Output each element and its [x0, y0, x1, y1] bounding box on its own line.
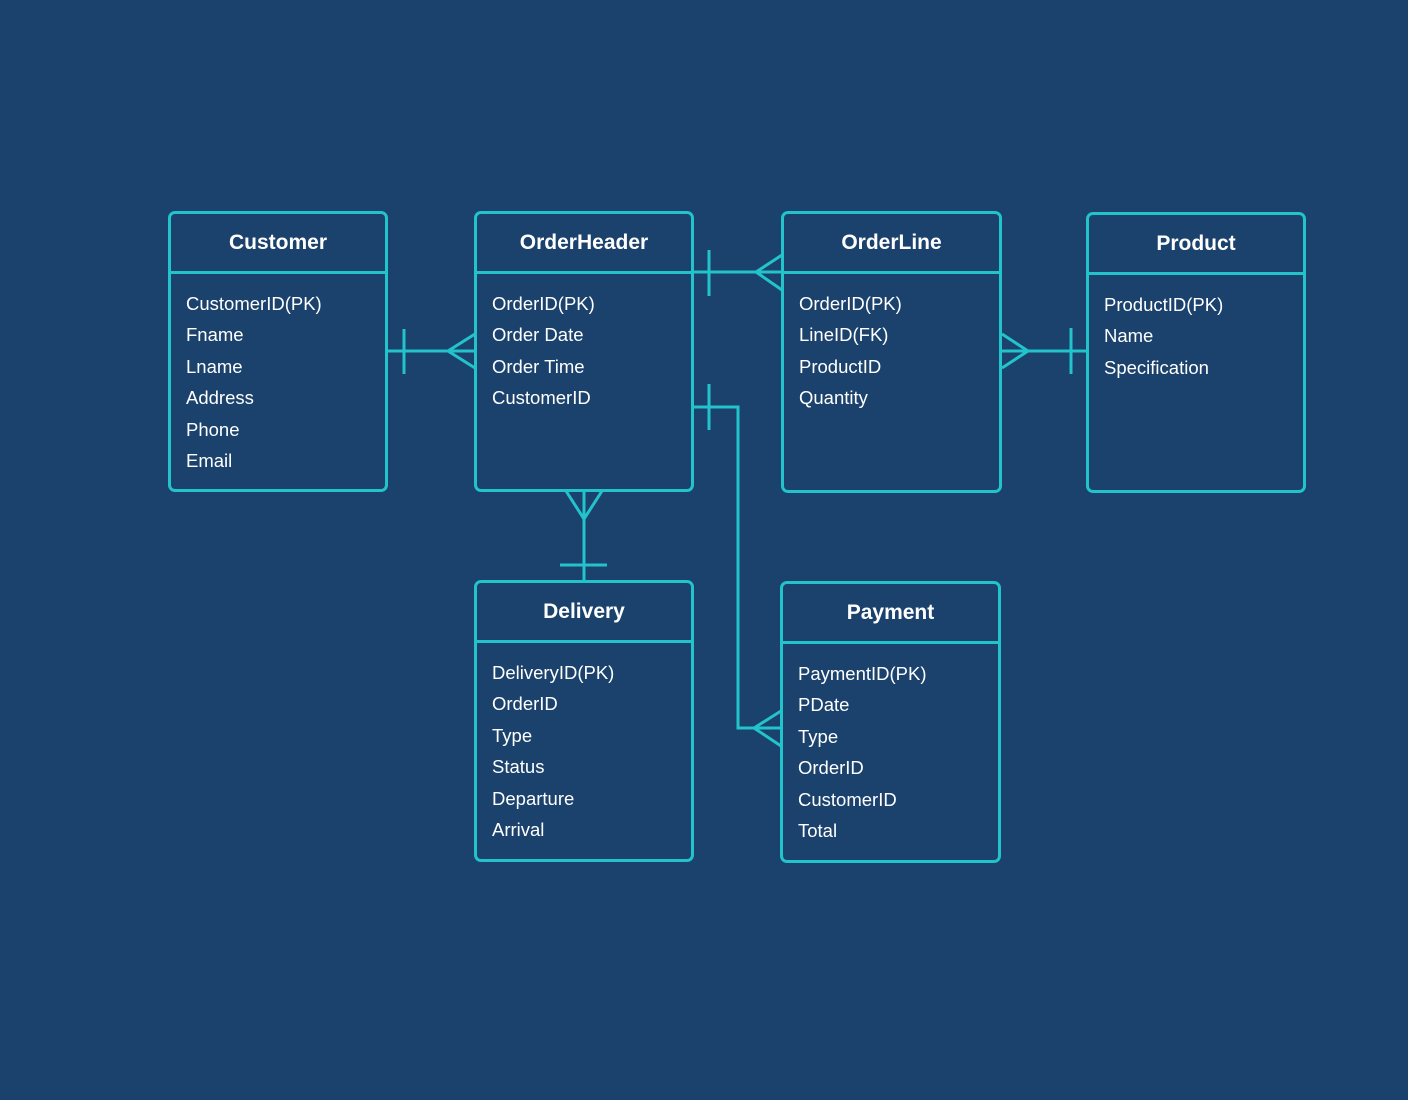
attribute-list: CustomerID(PK) Fname Lname Address Phone…	[171, 274, 385, 476]
attribute: Name	[1104, 325, 1154, 347]
entity-orderheader[interactable]: OrderHeader OrderID(PK) Order Date Order…	[474, 211, 694, 492]
attribute: OrderID	[492, 693, 558, 715]
attribute: ProductID(PK)	[1104, 294, 1224, 315]
attribute: CustomerID	[798, 788, 897, 810]
attribute: Total	[798, 819, 838, 841]
entity-title: OrderHeader	[477, 214, 691, 274]
attribute: OrderID	[798, 757, 864, 779]
entity-title: Product	[1089, 215, 1303, 275]
entity-title: Delivery	[477, 583, 691, 643]
attribute: Phone	[186, 418, 240, 440]
attribute: Type	[798, 725, 839, 747]
attribute: CustomerID(PK)	[186, 293, 322, 314]
relationship-customer-orderheader	[388, 329, 476, 374]
attribute: LineID(FK)	[799, 324, 889, 346]
relationship-product-orderline	[1001, 328, 1087, 374]
entity-orderline[interactable]: OrderLine OrderID(PK) LineID(FK) Product…	[781, 211, 1002, 493]
attribute: CustomerID	[492, 387, 591, 409]
attribute: ProductID	[799, 355, 882, 377]
attribute: OrderID(PK)	[492, 293, 595, 314]
entity-payment[interactable]: Payment PaymentID(PK) PDate Type OrderID…	[780, 581, 1001, 863]
attribute: Status	[492, 756, 545, 778]
attribute: Arrival	[492, 818, 545, 840]
attribute: PaymentID(PK)	[798, 663, 927, 684]
entity-delivery[interactable]: Delivery DeliveryID(PK) OrderID Type Sta…	[474, 580, 694, 862]
attribute-list: OrderID(PK) LineID(FK) ProductID Quantit…	[784, 274, 999, 414]
attribute: Lname	[186, 355, 243, 377]
attribute: Fname	[186, 324, 244, 346]
attribute: Order Date	[492, 324, 584, 346]
attribute: Type	[492, 724, 533, 746]
relationship-orderheader-orderline	[693, 250, 783, 296]
entity-title: OrderLine	[784, 214, 999, 274]
entity-product[interactable]: Product ProductID(PK) Name Specification	[1086, 212, 1306, 493]
attribute-list: OrderID(PK) Order Date Order Time Custom…	[477, 274, 691, 414]
attribute: Email	[186, 449, 233, 471]
attribute: Order Time	[492, 355, 585, 377]
attribute-list: PaymentID(PK) PDate Type OrderID Custome…	[783, 644, 998, 846]
entity-title: Customer	[171, 214, 385, 274]
relationship-delivery-orderheader	[560, 490, 607, 581]
entity-customer[interactable]: Customer CustomerID(PK) Fname Lname Addr…	[168, 211, 388, 492]
attribute: DeliveryID(PK)	[492, 662, 615, 683]
attribute: PDate	[798, 694, 850, 716]
entity-title: Payment	[783, 584, 998, 644]
attribute: Departure	[492, 787, 575, 809]
relationship-orderheader-payment	[693, 384, 782, 748]
attribute: Specification	[1104, 356, 1209, 378]
attribute-list: ProductID(PK) Name Specification	[1089, 275, 1303, 383]
attribute-list: DeliveryID(PK) OrderID Type Status Depar…	[477, 643, 691, 845]
attribute: Quantity	[799, 387, 868, 409]
attribute: OrderID(PK)	[799, 293, 902, 314]
attribute: Address	[186, 387, 254, 409]
